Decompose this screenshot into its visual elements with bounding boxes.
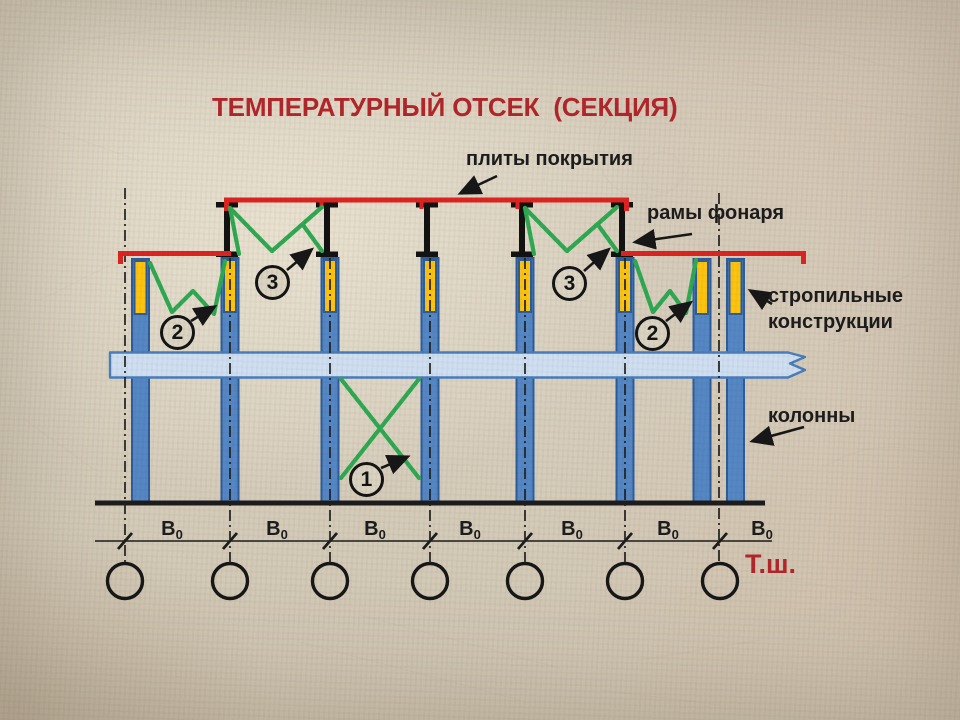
bay-dimension: В0 [751, 518, 773, 542]
callout-2-left: 2 [160, 315, 195, 350]
label-roof-slabs: плиты покрытия [466, 148, 633, 170]
roof-slabs-arrow [457, 174, 498, 195]
lantern-frames-arrow [632, 228, 693, 250]
bay-dimension: В0 [266, 518, 288, 542]
label-columns: колонны [768, 405, 856, 427]
grid-bubbles [105, 561, 740, 601]
label-rafter-line1: стропильные [768, 285, 904, 307]
bay-dimension: В0 [364, 518, 386, 542]
lantern-truss-left [227, 204, 325, 257]
callout3-arrow-left [286, 247, 314, 271]
rafter-arrow [747, 288, 774, 311]
callout-3-right: 3 [552, 266, 587, 301]
label-rafter-line2: конструкции [768, 311, 893, 333]
lantern-post [416, 202, 438, 257]
bay-dimension: В0 [561, 518, 583, 542]
bay-dimension: В0 [161, 518, 183, 542]
callout2-arrow-left [190, 304, 218, 327]
rafter-truss-left [147, 258, 228, 317]
lantern-truss-right [522, 204, 620, 257]
rafter-block [695, 260, 709, 315]
columns-group [131, 257, 745, 504]
crane-beam [108, 351, 807, 379]
axis-centerlines [124, 188, 720, 563]
bracing-group [147, 204, 699, 481]
vertical-cross-brace [338, 376, 422, 481]
callout1-arrow [380, 455, 411, 475]
label-lantern-frames: рамы фонаря [647, 202, 785, 224]
lantern-post [511, 202, 533, 257]
bay-dimension: В0 [459, 518, 481, 542]
label-temperature-joint: Т.ш. [745, 549, 796, 579]
rafter-truss-right [632, 257, 699, 316]
annotation-arrows [190, 174, 805, 475]
bay-dimension: В0 [657, 518, 679, 542]
lantern-post [316, 202, 338, 257]
slide-title: ТЕМПЕРАТУРНЫЙ ОТСЕК (СЕКЦИЯ) [212, 92, 678, 122]
rafter-block [728, 260, 743, 315]
callout-1: 1 [349, 462, 384, 497]
rafter-block [133, 260, 148, 315]
callout-2-right: 2 [635, 316, 670, 351]
callout-3-left: 3 [255, 265, 290, 300]
callout3-arrow-right [583, 247, 611, 272]
callout2-arrow-right [665, 300, 694, 324]
roof-slab-lines [118, 197, 806, 264]
columns-arrow [749, 425, 805, 446]
